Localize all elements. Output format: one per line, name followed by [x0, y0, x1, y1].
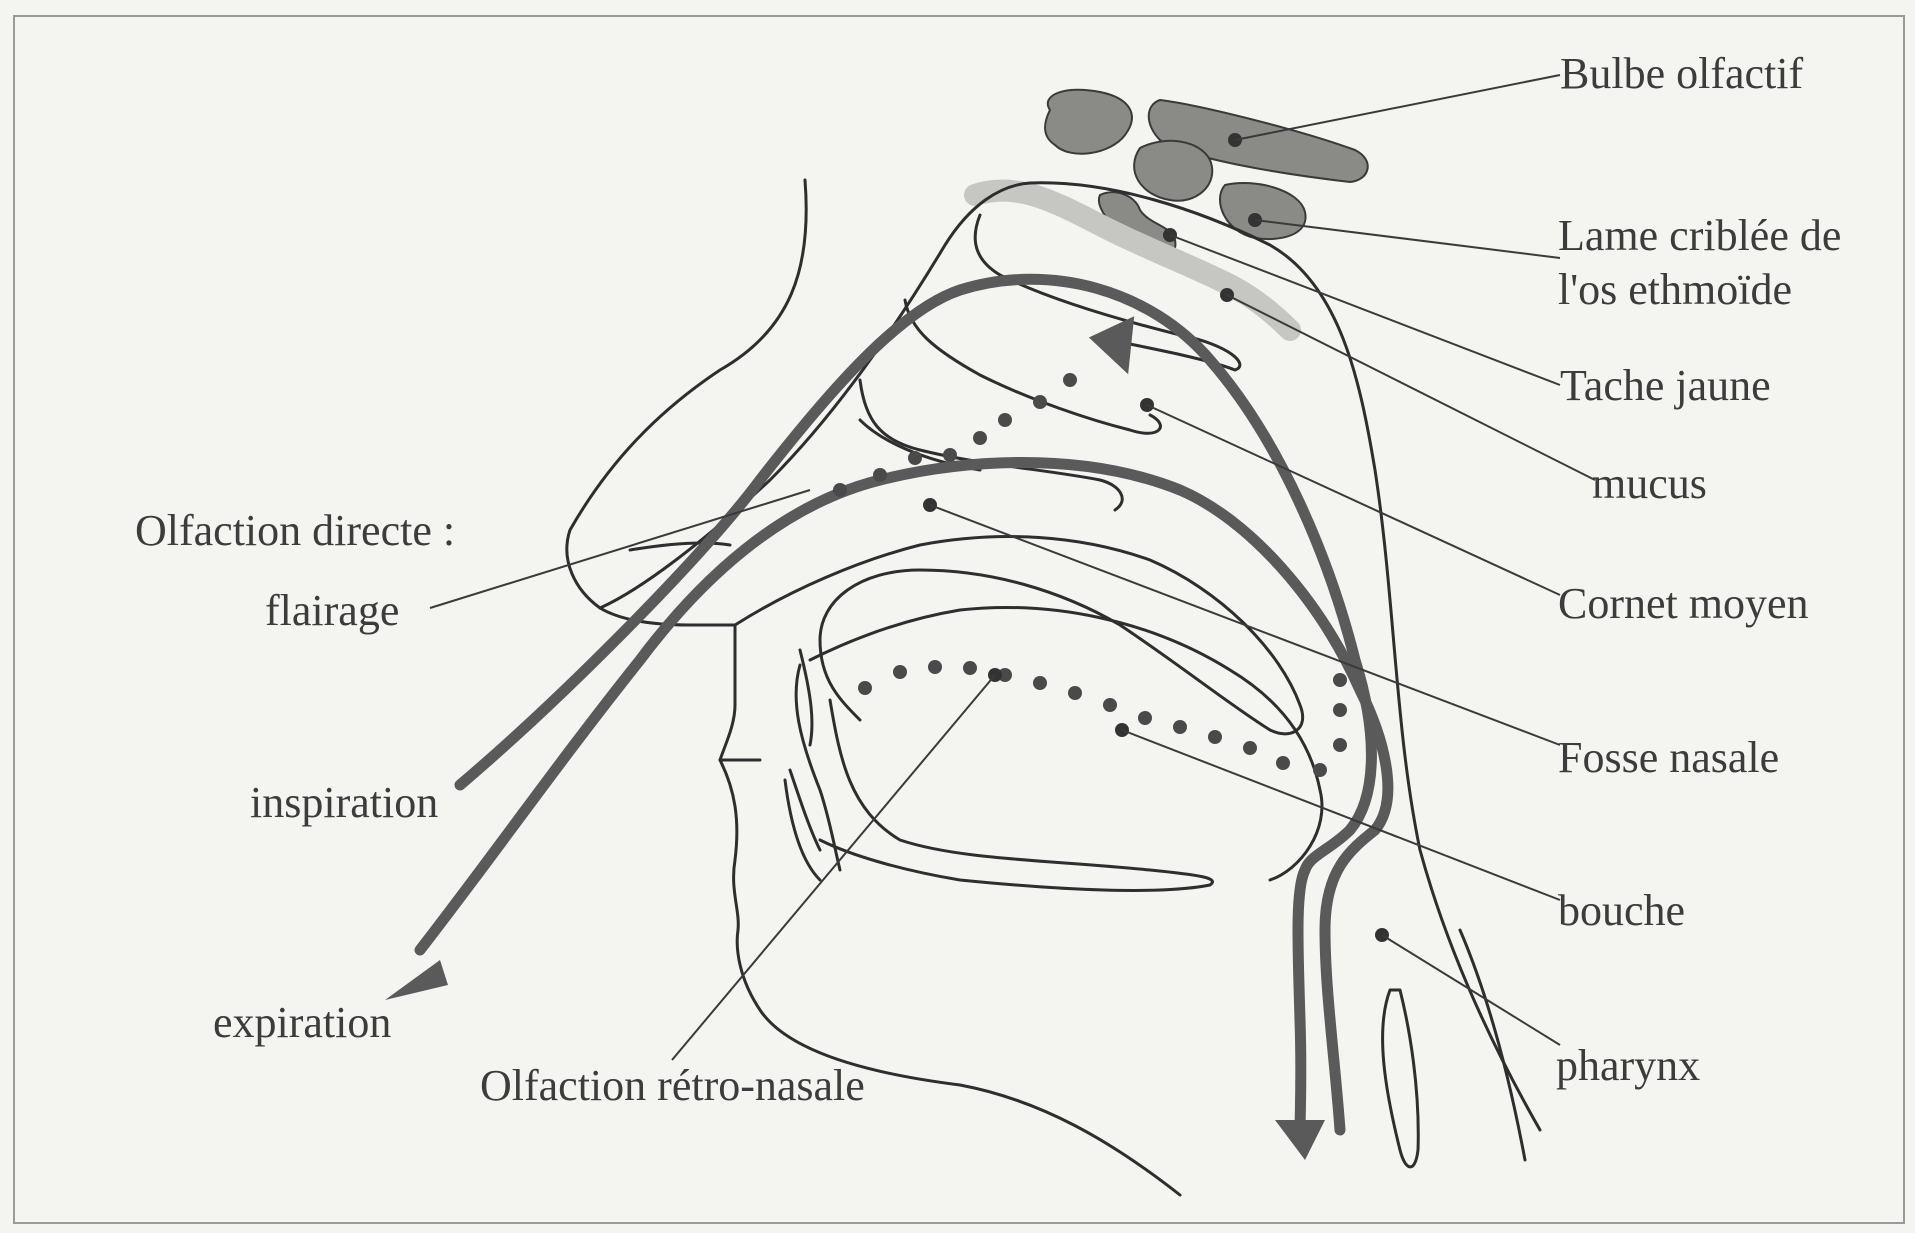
neck-line	[1460, 930, 1525, 1160]
label-expiration: expiration	[213, 998, 391, 1047]
retro-nasal-dots	[858, 660, 1347, 777]
lip-inner	[796, 665, 840, 870]
label-lame-criblee-1: Lame criblée de	[1558, 211, 1841, 260]
leader-mucus	[1227, 295, 1595, 480]
expiration-flow	[420, 463, 1388, 1131]
label-olfaction-directe: Olfaction directe :	[135, 506, 455, 555]
epiglottis	[1383, 990, 1419, 1167]
bulb-lobe-3	[1220, 183, 1306, 239]
head-outlines	[567, 180, 1540, 1195]
nasal-floor	[630, 543, 730, 550]
label-inspiration: inspiration	[250, 778, 438, 827]
label-mucus: mucus	[1592, 459, 1707, 508]
leader-lines	[430, 75, 1595, 1060]
airflow-arrows	[420, 279, 1388, 1135]
label-bulbe-olfactif: Bulbe olfactif	[1560, 49, 1803, 98]
bulb-lobe-2	[1134, 141, 1212, 201]
label-pharynx: pharynx	[1556, 1041, 1700, 1090]
arrowhead-down	[1275, 1120, 1325, 1160]
palate-outline	[735, 537, 1303, 734]
leader-retro-nasale	[672, 675, 995, 1060]
label-fosse-nasale: Fosse nasale	[1558, 733, 1779, 782]
leader-bulbe	[1235, 75, 1560, 140]
leader-fosse	[930, 505, 1560, 745]
lower-inner	[785, 780, 820, 880]
label-olfaction-retro-nasale: Olfaction rétro-nasale	[480, 1061, 865, 1110]
label-lame-criblee-2: l'os ethmoïde	[1558, 265, 1792, 314]
label-flairage: flairage	[265, 586, 399, 635]
bulb-lobe-1	[1045, 90, 1132, 154]
leader-lame	[1255, 220, 1560, 258]
arrowhead-expiration	[385, 960, 448, 1000]
upper-lip	[720, 625, 735, 760]
labels: Bulbe olfactif Lame criblée de l'os ethm…	[135, 49, 1841, 1110]
label-tache-jaune: Tache jaune	[1560, 361, 1771, 410]
leader-tache	[1170, 235, 1560, 385]
arrowheads	[385, 316, 1325, 1160]
tongue-bottom	[820, 700, 1213, 890]
label-cornet-moyen: Cornet moyen	[1558, 579, 1809, 628]
label-bouche: bouche	[1558, 886, 1685, 935]
chin-outline	[720, 760, 1180, 1195]
